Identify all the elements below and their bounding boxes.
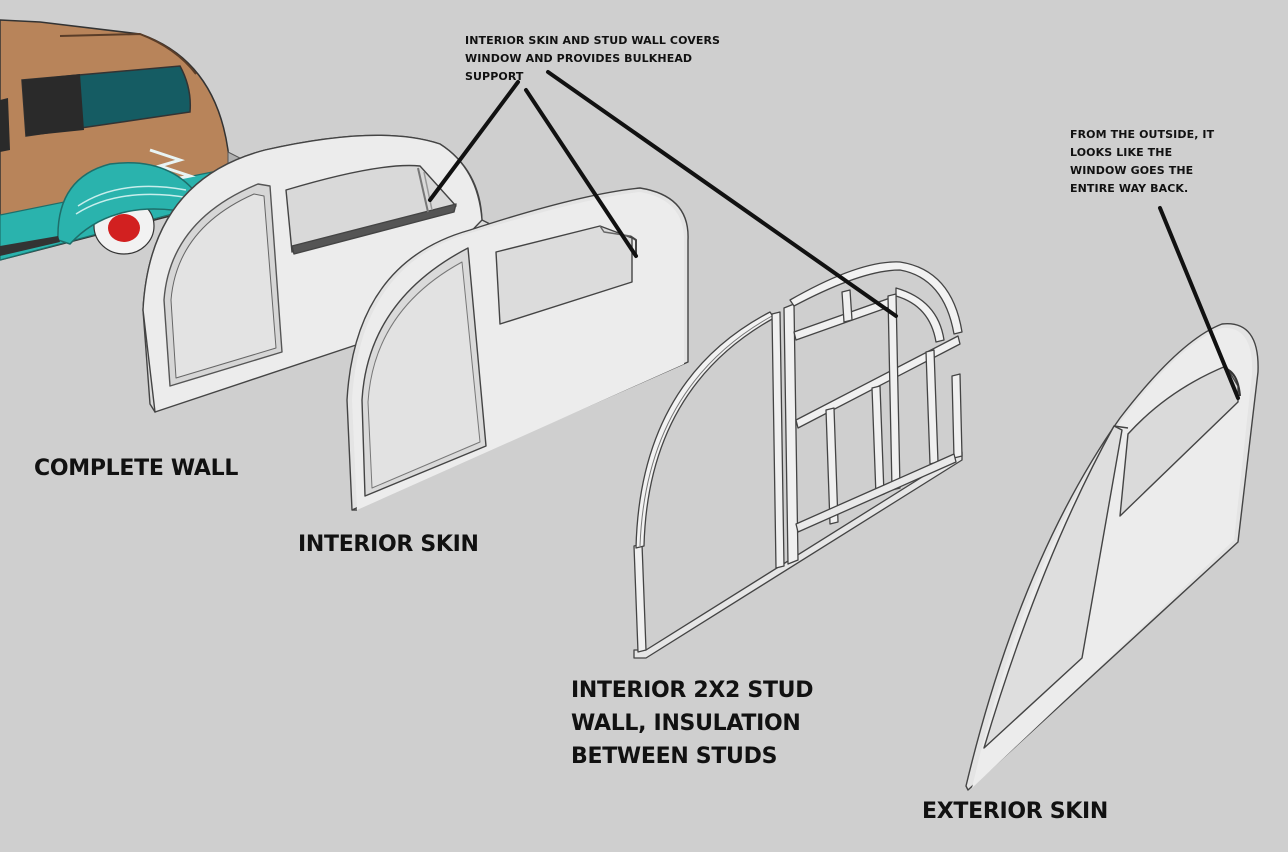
callout-line-stud-wall — [546, 70, 898, 318]
exterior-skin-panel — [965, 323, 1259, 791]
note-window-support: INTERIOR SKIN AND STUD WALL COVERS WINDO… — [465, 34, 721, 83]
note-outside-view: FROM THE OUTSIDE, IT LOOKS LIKE THE WIND… — [1070, 128, 1215, 195]
callout-lines — [428, 70, 1240, 400]
interior-skin-panel — [346, 187, 689, 511]
label-stud-wall: INTERIOR 2X2 STUD WALL, INSULATION BETWE… — [571, 678, 814, 769]
complete-wall-panel — [142, 134, 491, 413]
callout-line-exterior-window — [1158, 206, 1240, 400]
stud-wall-frame — [633, 261, 963, 659]
label-interior-skin: INTERIOR SKIN — [298, 532, 479, 557]
callout-line-interior-skin — [524, 88, 638, 258]
callout-line-complete-wall — [428, 80, 520, 202]
label-exterior-skin: EXTERIOR SKIN — [922, 799, 1109, 824]
label-complete-wall: COMPLETE WALL — [34, 456, 239, 481]
